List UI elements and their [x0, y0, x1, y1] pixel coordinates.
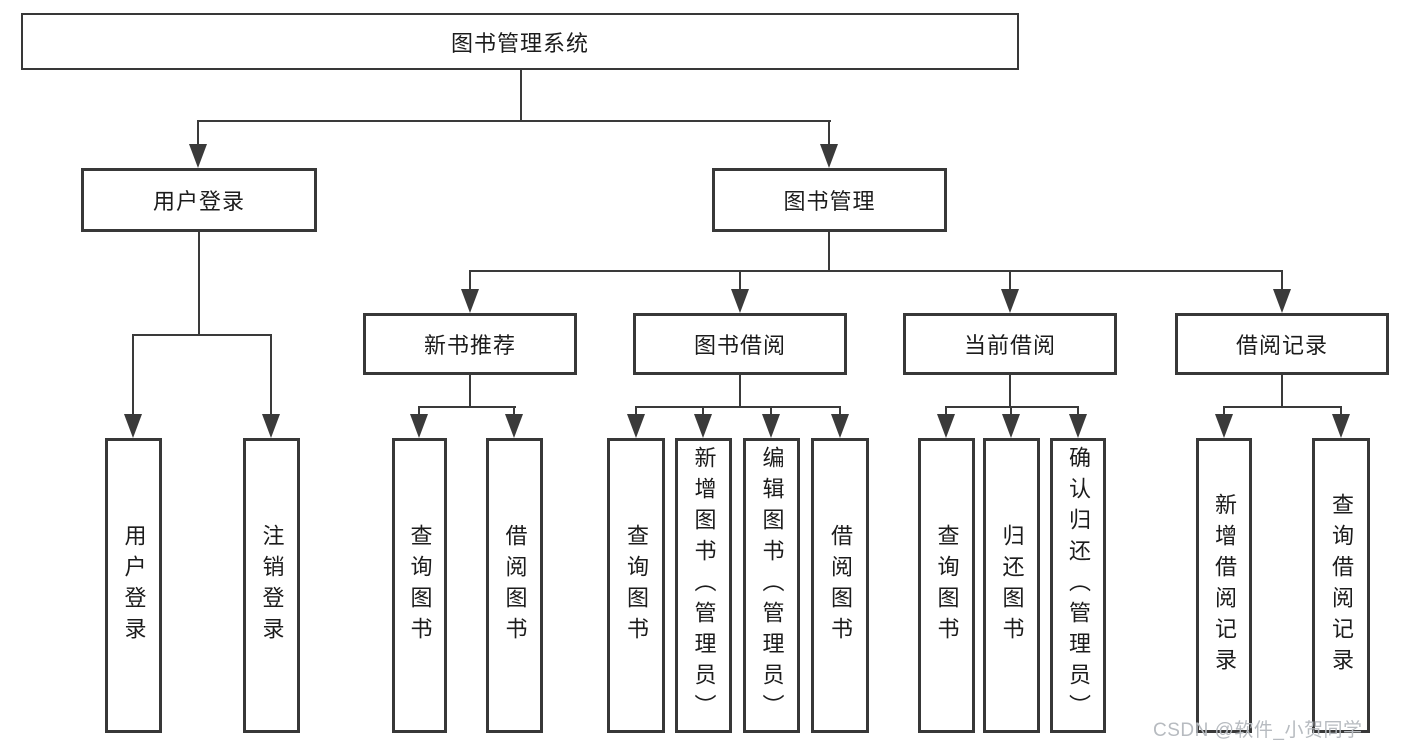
arrow-down-icon: [762, 414, 780, 438]
leaf-label: 借阅图书: [828, 523, 853, 648]
leaf-borrow-query-book: 查询图书: [607, 438, 665, 733]
connector-drop-leaf: [1223, 406, 1225, 416]
leaf-label: 查询图书: [934, 523, 960, 648]
leaf-label: 注销登录: [259, 523, 285, 648]
node-borrow-records: 借阅记录: [1175, 313, 1389, 375]
leaf-label: 确认归还（管理员）: [1066, 446, 1091, 725]
connector-drop-book-mgmt: [828, 120, 830, 146]
connector-borrow-split: [635, 406, 841, 408]
connector-drop-level3: [1281, 270, 1283, 292]
connector-user-split: [132, 334, 272, 336]
connector-mgmt-stem: [828, 232, 830, 272]
arrow-down-icon: [1332, 414, 1350, 438]
connector-drop-leaf: [702, 406, 704, 416]
leaf-logout: 注销登录: [243, 438, 300, 733]
connector-mgmt-split: [469, 270, 1283, 272]
arrow-down-icon: [124, 414, 142, 438]
node-user-login: 用户登录: [81, 168, 317, 232]
connector-drop-level3: [1009, 270, 1011, 292]
node-book-management: 图书管理: [712, 168, 947, 232]
connector-drop-leaf: [1340, 406, 1342, 416]
leaf-borrow-edit-book-admin: 编辑图书（管理员）: [743, 438, 800, 733]
connector-rec-split: [418, 406, 516, 408]
node-current-borrow: 当前借阅: [903, 313, 1117, 375]
leaf-borrow-add-book-admin: 新增图书（管理员）: [675, 438, 732, 733]
arrow-down-icon: [1001, 289, 1019, 313]
arrow-down-icon: [1002, 414, 1020, 438]
arrow-down-icon: [1273, 289, 1291, 313]
arrow-down-icon: [189, 144, 207, 168]
arrow-down-icon: [627, 414, 645, 438]
connector-records-split: [1223, 406, 1342, 408]
connector-drop-leaf: [270, 334, 272, 416]
connector-borrow-stem: [739, 375, 741, 408]
leaf-recommend-borrow-book: 借阅图书: [486, 438, 543, 733]
leaf-user-login: 用户登录: [105, 438, 162, 733]
connector-current-stem: [1009, 375, 1011, 408]
leaf-label: 用户登录: [121, 523, 147, 648]
connector-drop-level3: [739, 270, 741, 292]
connector-records-stem: [1281, 375, 1283, 408]
connector-rec-stem: [469, 375, 471, 408]
node-library-system: 图书管理系统: [21, 13, 1019, 70]
leaf-label: 编辑图书（管理员）: [759, 446, 785, 725]
leaf-label: 查询借阅记录: [1329, 492, 1354, 679]
connector-root-stem: [520, 70, 522, 122]
node-book-borrow: 图书借阅: [633, 313, 847, 375]
connector-current-split: [945, 406, 1079, 408]
node-new-book-recommend: 新书推荐: [363, 313, 577, 375]
arrow-down-icon: [1215, 414, 1233, 438]
connector-drop-leaf: [945, 406, 947, 416]
arrow-down-icon: [694, 414, 712, 438]
leaf-current-confirm-return-admin: 确认归还（管理员）: [1050, 438, 1106, 733]
connector-user-stem: [198, 232, 200, 336]
arrow-down-icon: [262, 414, 280, 438]
connector-drop-level3: [469, 270, 471, 292]
arrow-down-icon: [505, 414, 523, 438]
arrow-down-icon: [731, 289, 749, 313]
leaf-label: 归还图书: [999, 523, 1025, 648]
leaf-current-query-book: 查询图书: [918, 438, 975, 733]
arrow-down-icon: [410, 414, 428, 438]
connector-drop-leaf: [770, 406, 772, 416]
connector-drop-leaf: [839, 406, 841, 416]
leaf-label: 新增图书（管理员）: [691, 446, 717, 725]
connector-drop-leaf: [1077, 406, 1079, 416]
arrow-down-icon: [461, 289, 479, 313]
csdn-watermark: CSDN @软件_小贺同学: [1153, 720, 1363, 741]
leaf-current-return-book: 归还图书: [983, 438, 1040, 733]
connector-root-split: [198, 120, 831, 122]
connector-drop-leaf: [1010, 406, 1012, 416]
connector-drop-leaf: [635, 406, 637, 416]
leaf-label: 借阅图书: [502, 523, 528, 648]
arrow-down-icon: [820, 144, 838, 168]
leaf-records-query-record: 查询借阅记录: [1312, 438, 1370, 733]
leaf-records-add-record: 新增借阅记录: [1196, 438, 1252, 733]
leaf-label: 查询图书: [407, 523, 433, 648]
leaf-label: 查询图书: [624, 523, 649, 648]
connector-drop-user-login: [197, 120, 199, 146]
arrow-down-icon: [937, 414, 955, 438]
arrow-down-icon: [831, 414, 849, 438]
connector-drop-leaf: [132, 334, 134, 416]
connector-drop-leaf: [418, 406, 420, 416]
arrow-down-icon: [1069, 414, 1087, 438]
leaf-borrow-borrow-book: 借阅图书: [811, 438, 869, 733]
leaf-label: 新增借阅记录: [1212, 492, 1237, 679]
leaf-recommend-query-book: 查询图书: [392, 438, 447, 733]
connector-drop-leaf: [513, 406, 515, 416]
